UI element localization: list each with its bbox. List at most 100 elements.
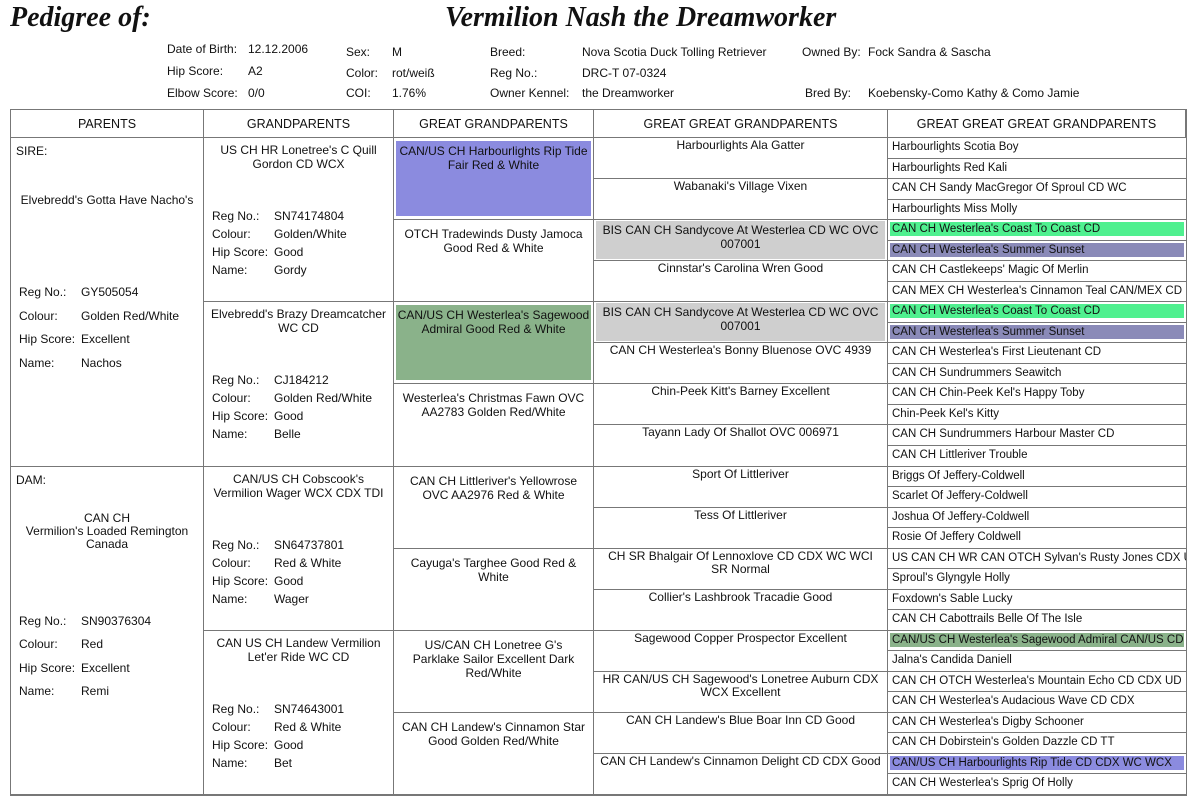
ggg-grandparent-cell: CAN CH Castlekeeps' Magic Of Merlin (888, 261, 1186, 282)
field-value: Belle (274, 427, 301, 442)
ggg-grandparent-cell: Joshua Of Jeffery-Coldwell (888, 508, 1186, 529)
field-value: CJ184212 (274, 373, 329, 388)
great-grandparent-name: CAN/US CH Westerlea's Sagewood Admiral G… (396, 305, 591, 381)
field-label: Reg No.: (19, 285, 67, 299)
field-label: Reg No.: (212, 701, 260, 716)
ggg-grandparent-cell: CAN CH Littleriver Trouble (888, 446, 1186, 467)
field-value: SN74174804 (274, 209, 345, 223)
ggg-grandparent-cell: Jalna's Candida Daniell (888, 651, 1186, 672)
ggg-grandparent-cell: Chin-Peek Kel's Kitty (888, 405, 1186, 426)
ggg-grandparent-name: CAN CH Westerlea's Digby Schooner (892, 715, 1084, 728)
field-label: Colour: (212, 555, 251, 570)
gg-grandparent-cell: CAN CH Landew's Cinnamon Delight CD CDX … (594, 753, 888, 795)
parent-hip-row: Hip Score: Excellent (19, 330, 130, 348)
great-grandparent-name: Cayuga's Targhee Good Red & White (410, 555, 577, 584)
kennel-label: Owner Kennel: (490, 86, 570, 100)
field-value: Excellent (81, 660, 130, 675)
great-grandparent-name: US/CAN CH Lonetree G's Parklake Sailor E… (412, 637, 575, 680)
owned-label: Owned By: (802, 45, 861, 59)
ggg-grandparent-cell: CAN CH Westerlea's Digby Schooner (888, 713, 1186, 734)
parent-name: Elvebredd's Gotta Have Nacho's (20, 193, 194, 207)
parent-name-row: Name:Remi (19, 682, 109, 700)
field-value: Golden Red/White (274, 391, 373, 406)
gg-grandparent-name: Harbourlights Ala Gatter (676, 138, 805, 152)
dam-cell: DAM:CAN CH Vermilion's Loaded Remington … (11, 466, 204, 795)
parent-colour-row: Colour:Golden Red/White (19, 307, 179, 325)
field-value: Wager (274, 591, 309, 606)
great-grandparent-cell: OTCH Tradewinds Dusty Jamoca Good Red & … (394, 220, 594, 303)
field-label: Name: (19, 355, 55, 370)
gg-grandparent-name: Wabanaki's Village Vixen (673, 179, 808, 194)
ggg-grandparent-name: Sproul's Glyngyle Holly (892, 572, 1010, 585)
grandparent-name: CAN/US CH Cobscook's Vermilion Wager WCX… (213, 471, 384, 500)
parent-colour-row: Colour:Red (19, 635, 103, 653)
grandparent-hip-row: Hip Score:Good (212, 572, 303, 590)
color-label: Color: (346, 66, 379, 80)
field-label: Colour: (212, 719, 251, 734)
field-label: Reg No.: (212, 209, 260, 223)
ggg-grandparent-cell: CAN CH Westerlea's Summer Sunset (888, 323, 1186, 344)
coi-label: COI: (346, 86, 371, 100)
ggg-grandparent-name: Joshua Of Jeffery-Coldwell (892, 510, 1030, 523)
field-value: Good (274, 245, 304, 259)
field-label: Reg No.: (212, 537, 260, 552)
breed-value: Nova Scotia Duck Tolling Retriever (582, 45, 767, 59)
gg-grandparent-cell: Harbourlights Ala Gatter (594, 138, 888, 180)
gg-grandparent-cell: Cinnstar's Carolina Wren Good (594, 261, 888, 303)
ggg-grandparent-cell: CAN CH Chin-Peek Kel's Happy Toby (888, 384, 1186, 405)
field-value: Nachos (81, 355, 122, 370)
grandparent-cell: US CH HR Lonetree's C Quill Gordon CD WC… (204, 138, 394, 303)
gg-grandparent-cell: CAN CH Westerlea's Bonny Bluenose OVC 49… (594, 343, 888, 385)
ggg-grandparent-cell: CAN CH Westerlea's First Lieutenant CD (888, 343, 1186, 364)
grandparent-name-row: Name:Wager (212, 590, 309, 608)
ggg-grandparent-name: CAN CH Sundrummers Harbour Master CD (892, 428, 1115, 441)
ggg-grandparent-cell: CAN CH OTCH Westerlea's Mountain Echo CD… (888, 672, 1186, 693)
parent-role: SIRE: (16, 144, 48, 158)
field-value: Good (274, 409, 304, 424)
field-value: Golden Red/White (81, 308, 180, 323)
ggg-grandparent-cell: CAN MEX CH Westerlea's Cinnamon Teal CAN… (888, 282, 1186, 303)
ggg-grandparent-cell: CAN CH Westerlea's Coast To Coast CD (888, 302, 1186, 323)
gg-grandparent-cell: Wabanaki's Village Vixen (594, 179, 888, 221)
gg-grandparent-name: CAN CH Landew's Blue Boar Inn CD Good (625, 712, 856, 727)
ggg-grandparent-name: Foxdown's Sable Lucky (892, 592, 1013, 605)
field-value: Excellent (81, 332, 130, 346)
field-value: GY505054 (81, 285, 139, 299)
field-label: Hip Score: (19, 332, 76, 346)
sex-label: Sex: (346, 45, 371, 59)
ggg-grandparent-cell: CAN/US CH Harbourlights Rip Tide CD CDX … (888, 754, 1186, 775)
ggg-grandparent-name: CAN CH Westerlea's Coast To Coast CD (890, 222, 1184, 237)
great-grandparent-cell: CAN CH Landew's Cinnamon Star Good Golde… (394, 712, 594, 795)
gg-grandparent-name: BIS CAN CH Sandycove At Westerlea CD WC … (596, 221, 885, 260)
great-grandparent-name: CAN CH Landew's Cinnamon Star Good Golde… (401, 719, 586, 748)
grandparent-name: CAN US CH Landew Vermilion Let'er Ride W… (216, 635, 381, 664)
gg-grandparent-cell: BIS CAN CH Sandycove At Westerlea CD WC … (594, 302, 888, 344)
dog-title: Vermilion Nash the Dreamworker (445, 2, 837, 33)
field-value: Red & White (274, 719, 342, 734)
ggg-grandparent-cell: CAN CH Dobirstein's Golden Dazzle CD TT (888, 733, 1186, 754)
ggg-grandparent-name: Harbourlights Scotia Boy (892, 141, 1019, 153)
field-value: Good (274, 573, 304, 588)
parent-role: DAM: (16, 472, 46, 487)
field-value: Red (81, 637, 104, 651)
gg-grandparent-name: Tess Of Littleriver (694, 507, 787, 522)
pedigree-label: Pedigree of: (10, 2, 151, 33)
ggg-grandparent-cell: Briggs Of Jeffery-Coldwell (888, 467, 1186, 488)
dob-label: Date of Birth: (167, 42, 238, 56)
elbow-value: 0/0 (248, 86, 265, 100)
ggg-grandparent-name: CAN CH Westerlea's First Lieutenant CD (892, 346, 1102, 359)
gg-grandparent-name: CH SR Bhalgair Of Lennoxlove CD CDX WC W… (608, 548, 873, 576)
field-value: SN64737801 (274, 537, 345, 552)
gg-grandparent-name: Tayann Lady Of Shallot OVC 006971 (642, 425, 839, 440)
ggg-grandparent-cell: CAN CH Westerlea's Sprig Of Holly (888, 774, 1186, 795)
grandparent-hip-row: Hip Score:Good (212, 243, 303, 261)
ggg-grandparent-name: Scarlet Of Jeffery-Coldwell (892, 490, 1028, 503)
column-header: GRANDPARENTS (204, 110, 394, 138)
elbow-label: Elbow Score: (167, 86, 238, 100)
grandparent-colour-row: Colour:Golden/White (212, 225, 347, 243)
gg-grandparent-name: Chin-Peek Kitt's Barney Excellent (651, 384, 830, 399)
field-value: SN90376304 (81, 613, 152, 628)
ggg-grandparent-name: CAN CH Westerlea's Summer Sunset (890, 242, 1184, 257)
color-value: rot/weiß (392, 66, 435, 80)
